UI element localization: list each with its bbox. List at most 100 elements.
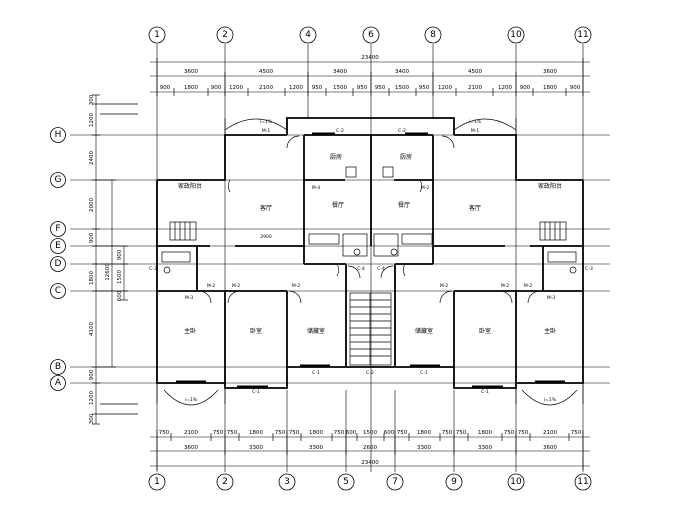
dim-top-r2: 900 (160, 85, 171, 91)
tag-m3: M-3 (185, 295, 194, 301)
dim-bottom-r1: 1800 (478, 430, 492, 436)
room-living-right: 客厅 (469, 204, 481, 212)
dim-top-total: 23400 (361, 55, 379, 61)
axis-bubble-top-1: 1 (148, 26, 166, 44)
axis-bubble-C: C (50, 283, 66, 299)
dim-bottom-r2: 3300 (309, 445, 323, 451)
dim-left: 1800 (89, 271, 95, 285)
room-kitchen-right: 厨房 (400, 153, 412, 161)
dim-bottom-r1: 750 (571, 430, 582, 436)
top-dimensions: 23400 3600 4500 3400 3400 4500 3600 900 … (150, 55, 590, 96)
svg-text:E: E (55, 241, 61, 251)
dim-bottom-r1: 750 (397, 430, 408, 436)
dim-top-r1: 3400 (395, 69, 409, 75)
dim-bottom-r1: 2100 (543, 430, 557, 436)
axis-bubble-E: E (50, 238, 66, 254)
left-dimensions: 300 1200 2400 2000 900 1800 4100 900 120… (89, 94, 138, 425)
axis-bubble-bottom-3: 3 (278, 473, 296, 491)
dim-bottom-r1: 750 (227, 430, 238, 436)
dim-top-r2: 950 (375, 85, 386, 91)
axis-bubble-bottom-11: 11 (574, 473, 592, 491)
svg-text:F: F (55, 224, 60, 234)
axis-bubble-bottom-10: 10 (507, 473, 525, 491)
room-dining-right: 餐厅 (398, 201, 410, 209)
dim-top-r2: 1800 (543, 85, 557, 91)
svg-text:3: 3 (284, 477, 290, 487)
dim-bottom-r2: 3600 (543, 445, 557, 451)
dim-top-r2: 1200 (438, 85, 452, 91)
dim-bottom-r1: 600 (346, 430, 357, 436)
tag-c2: C-2 (398, 128, 406, 134)
axis-bubble-top-11: 11 (574, 26, 592, 44)
svg-text:8: 8 (430, 30, 436, 40)
dim-bottom-r2: 3600 (184, 445, 198, 451)
dim-bottom-total: 23400 (361, 460, 379, 466)
dim-bottom-r2: 2600 (363, 445, 377, 451)
tag-c1: C-1 (252, 389, 260, 395)
axis-bubble-B: B (50, 359, 66, 375)
balconies (156, 118, 584, 406)
dim-left: 4100 (89, 322, 95, 336)
dim-bottom-r1: 2100 (184, 430, 198, 436)
tag-m1: M-1 (262, 128, 271, 134)
dim-top-r2: 1800 (184, 85, 198, 91)
dim-top-r2: 950 (312, 85, 323, 91)
dim-left-inner: 1500 (117, 270, 123, 284)
tag-slope: i=1% (260, 119, 273, 125)
axis-bubble-F: F (50, 221, 66, 237)
svg-text:G: G (55, 175, 62, 185)
svg-text:D: D (55, 259, 62, 269)
svg-text:7: 7 (392, 477, 398, 487)
svg-text:11: 11 (577, 477, 588, 487)
room-bedroom-left: 卧室 (250, 327, 262, 335)
tag-slope: i=1% (469, 119, 482, 125)
dim-left-inner: 600 (117, 290, 123, 301)
room-kitchen-left: 厨房 (330, 153, 342, 161)
walls (156, 117, 584, 389)
fixtures (161, 166, 577, 274)
side-stairs (169, 221, 567, 241)
room-master-bedroom-right: 主卧 (544, 327, 556, 335)
tag-m2: M-2 (421, 185, 430, 191)
opening-tags: M-1 M-1 C-2 C-2 M-4 M-2 M-3 M-2 M-2 M-2 … (149, 119, 593, 403)
dim-top-r1: 3600 (543, 69, 557, 75)
room-storage-left: 储藏室 (307, 327, 325, 335)
axis-bubble-H: H (50, 127, 66, 143)
dim-bottom-r1: 750 (442, 430, 453, 436)
axis-bubble-top-10: 10 (507, 26, 525, 44)
tag-m2: M-2 (292, 283, 301, 289)
svg-text:1: 1 (154, 30, 160, 40)
axis-bubble-A: A (50, 375, 66, 391)
dim-bottom-r1: 750 (456, 430, 467, 436)
dim-bottom-r1: 1500 (363, 430, 377, 436)
tag-c4: C-4 (377, 266, 385, 272)
axis-bubble-bottom-5: 5 (337, 473, 355, 491)
dim-top-r2: 1200 (498, 85, 512, 91)
svg-text:B: B (55, 362, 61, 372)
dim-top-r2: 900 (211, 85, 222, 91)
tag-m3: M-3 (547, 295, 556, 301)
dim-bottom-r2: 3300 (417, 445, 431, 451)
dim-top-r2: 1200 (229, 85, 243, 91)
bottom-axis-bubbles: 1 2 3 5 7 9 10 11 (148, 473, 592, 491)
dim-left-inner: 900 (117, 249, 123, 260)
tag-m2: M-2 (207, 283, 216, 289)
svg-text:6: 6 (368, 30, 374, 40)
dim-bottom-r1: 1800 (249, 430, 263, 436)
room-bedroom-right: 卧室 (479, 327, 491, 335)
dim-left: 900 (89, 369, 95, 380)
svg-text:10: 10 (510, 477, 522, 487)
tag-c1: C-1 (420, 370, 428, 376)
svg-text:4: 4 (305, 30, 311, 40)
dim-bottom-r1: 750 (518, 430, 529, 436)
axis-bubble-D: D (50, 256, 66, 272)
dim-left: 1200 (89, 113, 95, 127)
dim-bottom-r1: 1800 (309, 430, 323, 436)
dim-top-r2: 1200 (289, 85, 303, 91)
axis-bubble-top-4: 4 (299, 26, 317, 44)
dim-left: 900 (89, 232, 95, 243)
axis-bubble-bottom-1: 1 (148, 473, 166, 491)
dim-top-r1: 4500 (259, 69, 273, 75)
svg-text:10: 10 (510, 30, 522, 40)
